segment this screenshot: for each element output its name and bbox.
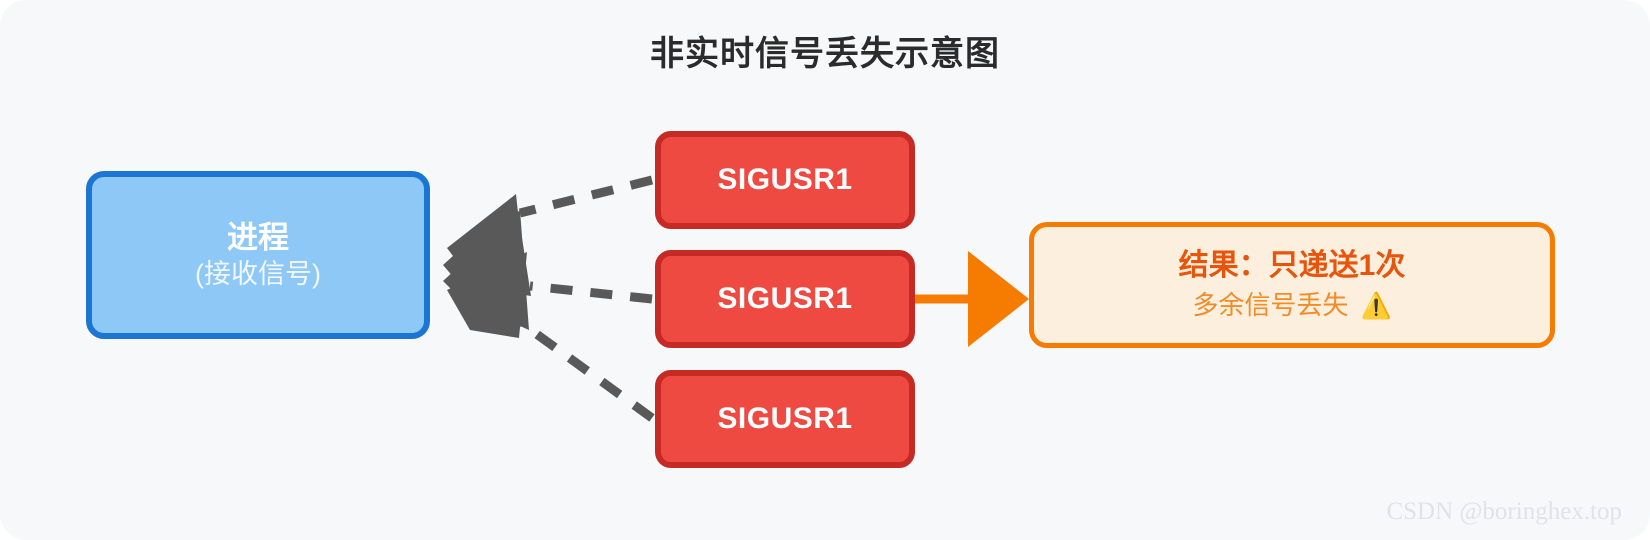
page-title: 非实时信号丢失示意图 [650, 35, 1000, 73]
result-subtitle: 多余信号丢失 [1192, 290, 1349, 321]
funnel-arrowhead-4 [447, 252, 527, 338]
signal-box-3[interactable]: SIGUSR1 [655, 370, 915, 468]
dashed-connector-2 [529, 281, 653, 304]
result-arrow-head [968, 251, 1029, 347]
signal-box-2[interactable]: SIGUSR1 [655, 250, 915, 348]
result-title: 结果：只递送1次 [1178, 249, 1406, 283]
signal-box-1[interactable]: SIGUSR1 [655, 131, 915, 229]
signal-label: SIGUSR1 [717, 282, 853, 315]
signal-label: SIGUSR1 [717, 402, 853, 435]
process-box[interactable]: 进程 (接收信号) [86, 171, 430, 339]
process-title: 进程 [227, 219, 289, 255]
watermark: CSDN @boringhex.top [1386, 498, 1622, 525]
result-subtitle-row: 多余信号丢失 ⚠️ [1192, 290, 1391, 321]
result-box[interactable]: 结果：只递送1次 多余信号丢失 ⚠️ [1029, 222, 1555, 348]
dashed-connector-3 [517, 318, 655, 422]
signal-label: SIGUSR1 [717, 163, 853, 196]
warning-icon: ⚠️ [1360, 291, 1392, 320]
dashed-connector-1 [518, 175, 654, 218]
process-subtitle: (接收信号) [195, 259, 321, 290]
